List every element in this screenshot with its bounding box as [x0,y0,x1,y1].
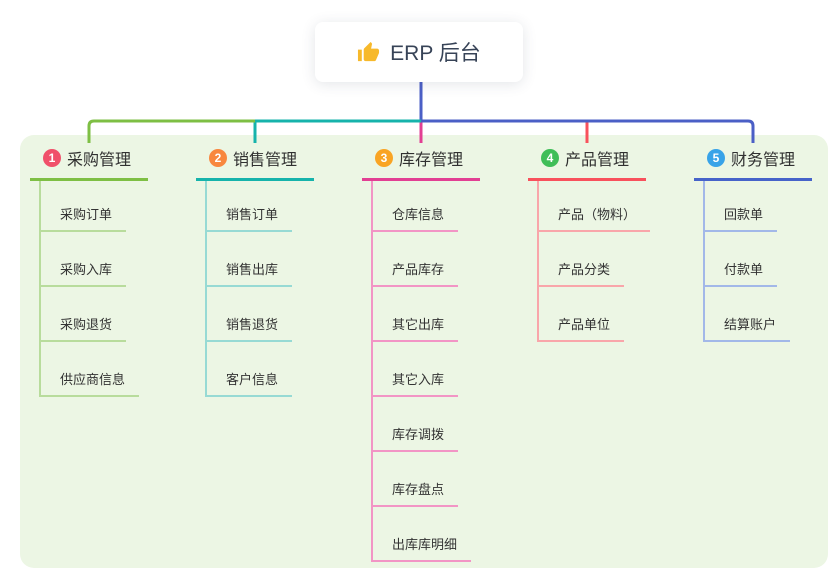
branch-label: 库存管理 [399,152,464,169]
branch-number-badge: 1 [43,149,61,167]
child-node[interactable]: 回款单 [705,204,778,232]
branch-children: 销售订单 销售出库 销售退货 客户信息 [205,181,314,397]
branch-node[interactable]: 3 库存管理 [362,146,480,181]
child-row: 采购订单 [41,181,148,232]
child-row: 产品库存 [373,232,480,287]
child-node[interactable]: 产品（物料） [539,204,651,232]
child-row: 客户信息 [207,342,314,397]
child-node[interactable]: 付款单 [705,259,778,287]
child-node[interactable]: 销售出库 [207,259,293,287]
branch-1: 1 采购管理 采购订单 采购入库 采购退货 供应商信息 [30,146,148,397]
branch-number-badge: 5 [707,149,725,167]
child-node[interactable]: 其它入库 [373,369,459,397]
child-node[interactable]: 销售订单 [207,204,293,232]
root-node[interactable]: ERP 后台 [315,22,523,82]
child-row: 回款单 [705,181,812,232]
connector-trunk [419,82,755,143]
child-row: 仓库信息 [373,181,480,232]
child-row: 库存调拨 [373,397,480,452]
child-node[interactable]: 其它出库 [373,314,459,342]
child-row: 销售出库 [207,232,314,287]
child-node[interactable]: 采购退货 [41,314,127,342]
child-node[interactable]: 采购订单 [41,204,127,232]
child-row: 销售订单 [207,181,314,232]
branch-5: 5 财务管理 回款单 付款单 结算账户 [694,146,812,342]
child-node[interactable]: 产品单位 [539,314,625,342]
branch-children: 仓库信息 产品库存 其它出库 其它入库 库存调拨 库存盘点 出库库明细 [371,181,480,562]
branch-number-badge: 4 [541,149,559,167]
root-label: ERP 后台 [390,42,481,65]
branch-label: 采购管理 [67,152,132,169]
child-node[interactable]: 库存盘点 [373,479,459,507]
child-node[interactable]: 产品库存 [373,259,459,287]
child-row: 其它出库 [373,287,480,342]
thumbs-up-icon [358,41,380,61]
branch-node[interactable]: 2 销售管理 [196,146,314,181]
child-node[interactable]: 结算账户 [705,314,791,342]
branch-label: 产品管理 [565,152,630,169]
child-node[interactable]: 库存调拨 [373,424,459,452]
branch-node[interactable]: 1 采购管理 [30,146,148,181]
child-row: 销售退货 [207,287,314,342]
child-node[interactable]: 客户信息 [207,369,293,397]
child-row: 产品分类 [539,232,646,287]
child-row: 采购退货 [41,287,148,342]
branch-children: 采购订单 采购入库 采购退货 供应商信息 [39,181,148,397]
branch-2: 2 销售管理 销售订单 销售出库 销售退货 客户信息 [196,146,314,397]
child-node[interactable]: 销售退货 [207,314,293,342]
branch-3: 3 库存管理 仓库信息 产品库存 其它出库 其它入库 库存调拨 库存盘点 出库库… [362,146,480,562]
child-row: 产品单位 [539,287,646,342]
child-row: 付款单 [705,232,812,287]
child-node[interactable]: 采购入库 [41,259,127,287]
child-row: 采购入库 [41,232,148,287]
branch-node[interactable]: 4 产品管理 [528,146,646,181]
branch-4: 4 产品管理 产品（物料） 产品分类 产品单位 [528,146,651,342]
branch-children: 回款单 付款单 结算账户 [703,181,812,342]
child-row: 结算账户 [705,287,812,342]
child-node[interactable]: 产品分类 [539,259,625,287]
child-row: 产品（物料） [539,181,651,232]
child-node[interactable]: 仓库信息 [373,204,459,232]
branch-number-badge: 2 [209,149,227,167]
branch-label: 财务管理 [731,152,796,169]
child-node[interactable]: 出库库明细 [373,534,472,562]
child-row: 出库库明细 [373,507,480,562]
mindmap-background-panel [20,135,828,568]
child-row: 其它入库 [373,342,480,397]
child-row: 供应商信息 [41,342,148,397]
child-row: 库存盘点 [373,452,480,507]
branch-node[interactable]: 5 财务管理 [694,146,812,181]
branch-children: 产品（物料） 产品分类 产品单位 [537,181,651,342]
branch-label: 销售管理 [233,152,298,169]
branch-number-badge: 3 [375,149,393,167]
child-node[interactable]: 供应商信息 [41,369,140,397]
